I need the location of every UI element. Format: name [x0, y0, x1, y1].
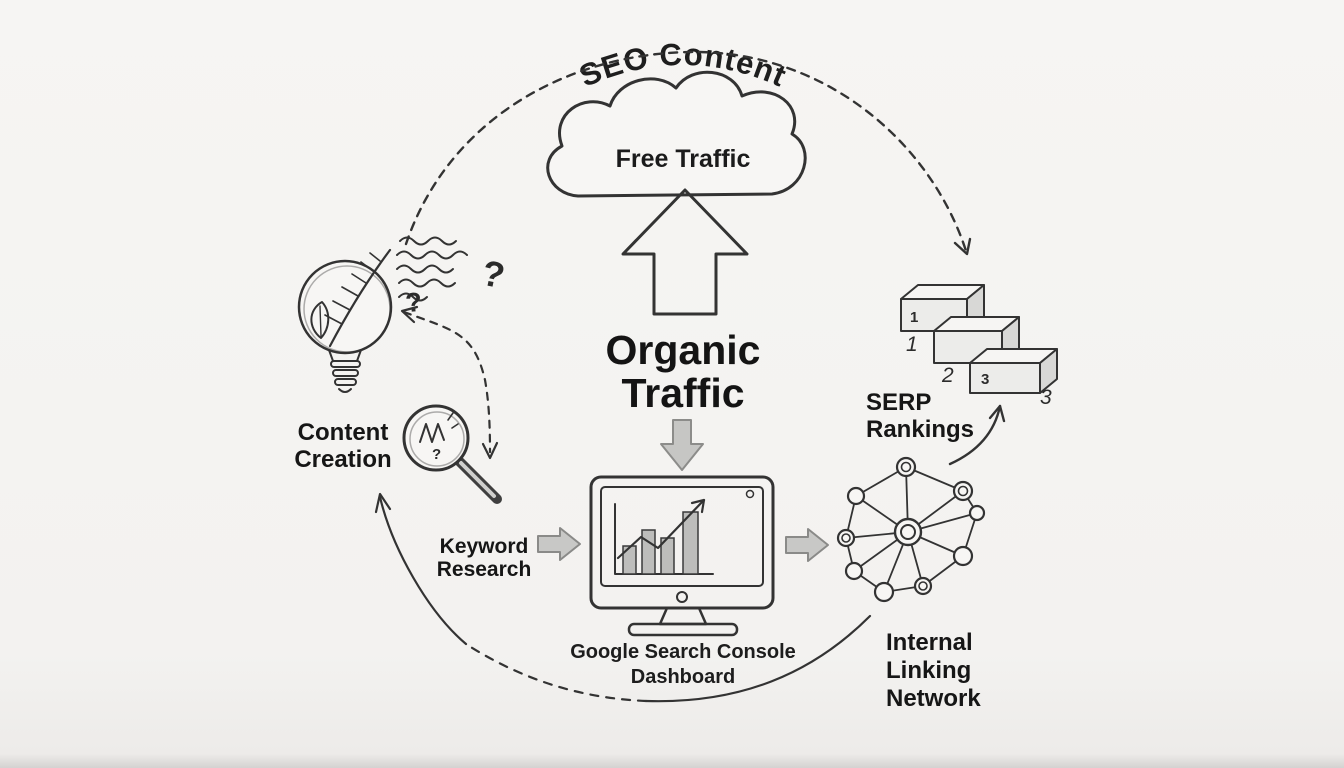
free-traffic-cloud: Free Traffic	[546, 70, 807, 198]
camera-dot-icon	[745, 489, 755, 499]
cloud-icon	[546, 70, 807, 198]
content-creation-line1: Content	[298, 419, 389, 446]
dashboard-caption: Google Search Console Dashboard	[570, 641, 796, 688]
internal-linking-line2: Linking	[886, 657, 971, 684]
bar-chart-icon	[622, 511, 699, 575]
content-creation-label: Content Creation	[294, 419, 391, 473]
serp-box3-number: 3	[981, 371, 989, 388]
arc-arrowhead-icon	[953, 237, 972, 256]
organic-traffic-line1: Organic	[606, 327, 761, 373]
cycle-dashed-arc	[404, 50, 972, 256]
ideation-dashed-connector	[400, 305, 499, 460]
rank-number-1: 1	[906, 333, 918, 356]
internal-linking-line3: Network	[886, 685, 981, 712]
serp-box-3: 3	[969, 348, 1058, 394]
flow-arrow-monitor-to-network-icon	[785, 528, 829, 562]
dashboard-caption-line2: Dashboard	[631, 666, 735, 688]
return-loop-arrow	[374, 492, 872, 703]
rank-number-3: 3	[1040, 386, 1052, 409]
quill-vein	[328, 248, 392, 348]
chart-axes	[614, 503, 714, 575]
monitor-button-icon	[676, 591, 688, 603]
serp-rankings-label: SERP Rankings	[866, 389, 974, 443]
trend-arrow-icon	[616, 498, 706, 560]
organic-traffic-heading: Organic Traffic	[606, 327, 761, 416]
serp-box1-number: 1	[910, 309, 918, 326]
keyword-research-line1: Keyword	[440, 535, 529, 558]
serp-rankings-line1: SERP	[866, 389, 931, 416]
monitor-screen	[600, 486, 764, 587]
dashboard-caption-line1: Google Search Console	[570, 641, 796, 663]
lens-question-mark: ?	[432, 446, 441, 463]
serp-boxes-icon: 1 3 1 2 3	[900, 284, 1058, 409]
up-arrow-icon	[621, 188, 749, 316]
internal-linking-label: Internal Linking Network	[886, 629, 981, 712]
keyword-research-label: Keyword Research	[437, 535, 532, 581]
network-nodes	[836, 456, 986, 603]
cloud-label: Free Traffic	[616, 145, 751, 173]
network-to-serp-arrowhead-icon	[988, 404, 1006, 423]
scribble-notes-icon: ? ?	[396, 236, 508, 318]
down-arrow-icon	[660, 419, 704, 471]
rank-number-2: 2	[941, 364, 954, 387]
network-to-serp-arrow	[948, 404, 1006, 466]
return-loop-arrowhead-icon	[374, 492, 392, 514]
monitor-frame	[589, 475, 775, 610]
organic-traffic-line2: Traffic	[621, 370, 744, 416]
magnifier-icon: ?	[402, 404, 502, 504]
content-creation-line2: Creation	[294, 446, 391, 473]
monitor-base	[627, 622, 739, 637]
question-mark-large: ?	[478, 252, 508, 297]
serp-rankings-line2: Rankings	[866, 416, 974, 443]
lightbulb-quill-icon	[297, 248, 393, 393]
keyword-research-line2: Research	[437, 558, 532, 581]
flow-arrow-keyword-to-monitor-icon	[537, 527, 581, 561]
linking-network-icon	[836, 456, 986, 603]
internal-linking-line1: Internal	[886, 629, 973, 656]
search-console-monitor	[589, 475, 775, 637]
monitor-stand	[658, 606, 708, 626]
to-bulb-arrowhead-icon	[400, 305, 419, 324]
to-magnifier-arrowhead-icon	[481, 441, 499, 460]
